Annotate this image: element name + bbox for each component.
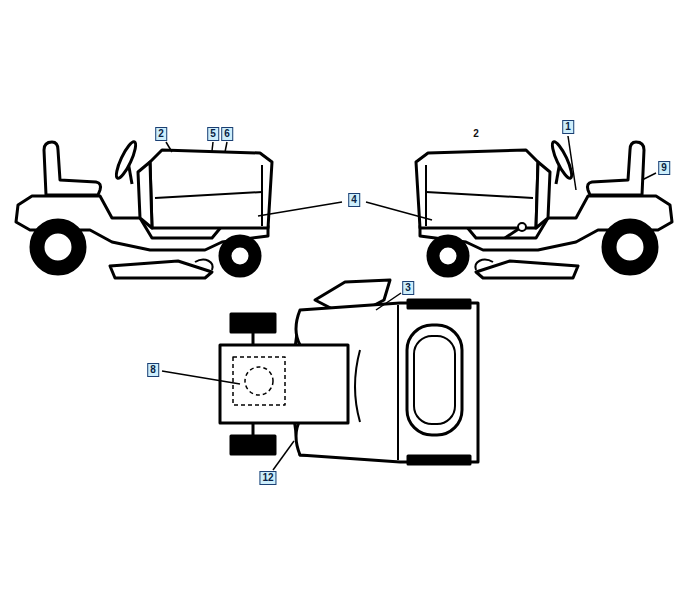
front-wheel-bottom — [231, 436, 275, 454]
callout-number: 1 — [562, 120, 574, 134]
decal-area — [233, 357, 285, 405]
leader-lines — [162, 136, 656, 470]
lift-lever-knob — [518, 223, 526, 231]
leader-line — [162, 371, 240, 384]
leader-line — [642, 173, 656, 180]
callout-number: 2 — [155, 127, 167, 141]
callout-number: 9 — [658, 161, 670, 175]
rear-wheel-bottom — [408, 456, 470, 464]
callout-number: 6 — [221, 127, 233, 141]
callout-number: 3 — [402, 281, 414, 295]
decal-circle — [245, 367, 273, 395]
leader-line — [258, 202, 342, 216]
front-axle — [252, 331, 255, 437]
callout-number: 12 — [259, 471, 276, 485]
callout-number: 4 — [348, 193, 360, 207]
top-seat — [407, 325, 462, 435]
leader-line — [376, 293, 401, 310]
callout-number: 8 — [147, 363, 159, 377]
top-body-line — [397, 305, 399, 460]
top-body-line — [355, 350, 360, 422]
leader-line — [166, 142, 172, 152]
callout-number: 2 — [471, 128, 481, 140]
callout-number: 5 — [207, 127, 219, 141]
leader-line — [273, 441, 294, 470]
leader-line — [225, 142, 227, 152]
leader-line — [568, 136, 576, 190]
rear-wheel-top — [408, 300, 470, 308]
top-seat-inner — [414, 336, 455, 424]
mower-left-view — [16, 140, 272, 278]
mower-right-view — [416, 140, 672, 278]
leader-line — [366, 202, 432, 220]
leader-line — [212, 142, 213, 151]
mower-top-view — [220, 280, 478, 464]
front-wheel-top — [231, 314, 275, 332]
